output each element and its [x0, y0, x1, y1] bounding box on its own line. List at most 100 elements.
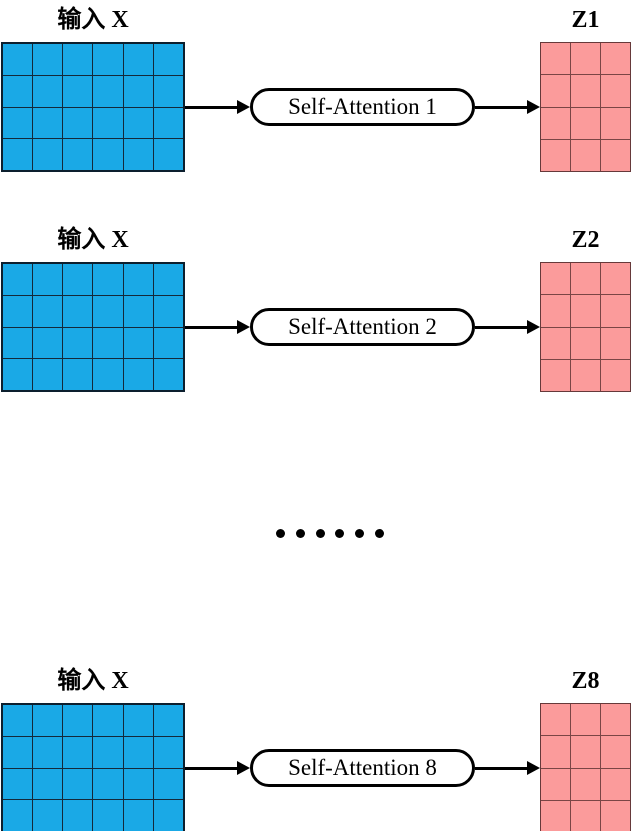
matrix-cell: [33, 736, 63, 768]
matrix-cell: [63, 264, 93, 295]
matrix-cell: [571, 800, 600, 831]
matrix-cell: [123, 295, 153, 327]
dot: [295, 528, 305, 538]
matrix-cell: [33, 264, 63, 295]
output-matrix-grid: [540, 262, 631, 392]
matrix-cell: [153, 705, 183, 736]
matrix-cell: [123, 264, 153, 295]
matrix-cell: [571, 704, 600, 736]
arrow-shaft: [475, 325, 527, 329]
matrix-cell: [3, 327, 33, 359]
matrix-cell: [123, 705, 153, 736]
matrix-cell: [3, 75, 33, 107]
matrix-cell: [541, 800, 570, 831]
input-matrix-grid: [1, 262, 185, 392]
matrix-cell: [33, 295, 63, 327]
arrowhead-icon: [237, 100, 250, 114]
matrix-cell: [601, 139, 630, 171]
matrix-cell: [571, 295, 600, 327]
matrix-cell: [93, 75, 123, 107]
matrix-cell: [3, 264, 33, 295]
matrix-cell: [123, 75, 153, 107]
dot: [276, 528, 285, 538]
matrix-cell: [541, 327, 570, 359]
matrix-cell: [571, 107, 600, 139]
matrix-cell: [571, 75, 600, 107]
matrix-cell: [601, 327, 630, 359]
arrow-shaft: [185, 325, 237, 329]
matrix-cell: [601, 736, 630, 768]
attention-head-row-2: 输入 X Self-Attention 2 Z2: [0, 225, 640, 395]
matrix-cell: [93, 736, 123, 768]
matrix-cell: [571, 263, 600, 295]
arrow-input-to-attention: [185, 320, 250, 334]
matrix-cell: [601, 768, 630, 800]
matrix-cell: [33, 800, 63, 831]
matrix-cell: [541, 295, 570, 327]
self-attention-box: Self-Attention 8: [250, 749, 475, 787]
matrix-cell: [3, 107, 33, 139]
matrix-cell: [153, 768, 183, 800]
matrix-cell: [3, 736, 33, 768]
matrix-cell: [3, 44, 33, 75]
matrix-cell: [93, 359, 123, 390]
matrix-cell: [63, 295, 93, 327]
matrix-cell: [571, 359, 600, 391]
matrix-cell: [93, 107, 123, 139]
arrow-shaft: [185, 105, 237, 109]
matrix-cell: [153, 327, 183, 359]
matrix-cell: [33, 139, 63, 170]
matrix-cell: [93, 768, 123, 800]
matrix-cell: [123, 768, 153, 800]
matrix-cell: [153, 800, 183, 831]
matrix-cell: [3, 768, 33, 800]
arrowhead-icon: [527, 761, 540, 775]
matrix-cell: [541, 75, 570, 107]
matrix-cell: [63, 705, 93, 736]
arrow-input-to-attention: [185, 761, 250, 775]
matrix-cell: [33, 44, 63, 75]
arrowhead-icon: [527, 100, 540, 114]
output-matrix-label: Z2: [571, 227, 600, 253]
matrix-cell: [571, 327, 600, 359]
matrix-cell: [541, 263, 570, 295]
matrix-cell: [153, 44, 183, 75]
matrix-cell: [93, 44, 123, 75]
matrix-cell: [601, 295, 630, 327]
matrix-cell: [601, 263, 630, 295]
matrix-cell: [93, 327, 123, 359]
matrix-cell: [571, 43, 600, 75]
matrix-cell: [571, 139, 600, 171]
arrowhead-icon: [237, 761, 250, 775]
matrix-cell: [571, 736, 600, 768]
matrix-cell: [63, 800, 93, 831]
input-matrix-label: 输入 X: [57, 668, 129, 694]
arrow-shaft: [475, 766, 527, 770]
matrix-cell: [153, 139, 183, 170]
matrix-cell: [63, 139, 93, 170]
matrix-cell: [33, 705, 63, 736]
output-matrix-grid: [540, 703, 631, 831]
matrix-cell: [3, 359, 33, 390]
ellipsis-dots: [276, 523, 384, 543]
matrix-cell: [153, 359, 183, 390]
matrix-cell: [601, 75, 630, 107]
matrix-cell: [153, 75, 183, 107]
input-matrix-grid: [1, 703, 185, 831]
matrix-cell: [601, 107, 630, 139]
arrow-attention-to-output: [475, 320, 540, 334]
matrix-cell: [601, 704, 630, 736]
dot: [315, 528, 325, 538]
matrix-cell: [601, 800, 630, 831]
matrix-cell: [601, 359, 630, 391]
matrix-cell: [153, 736, 183, 768]
matrix-cell: [63, 107, 93, 139]
matrix-cell: [93, 800, 123, 831]
matrix-cell: [63, 359, 93, 390]
matrix-cell: [93, 139, 123, 170]
matrix-cell: [541, 107, 570, 139]
input-matrix-label: 输入 X: [57, 7, 129, 33]
arrow-shaft: [185, 766, 237, 770]
output-matrix-label: Z1: [571, 7, 600, 33]
